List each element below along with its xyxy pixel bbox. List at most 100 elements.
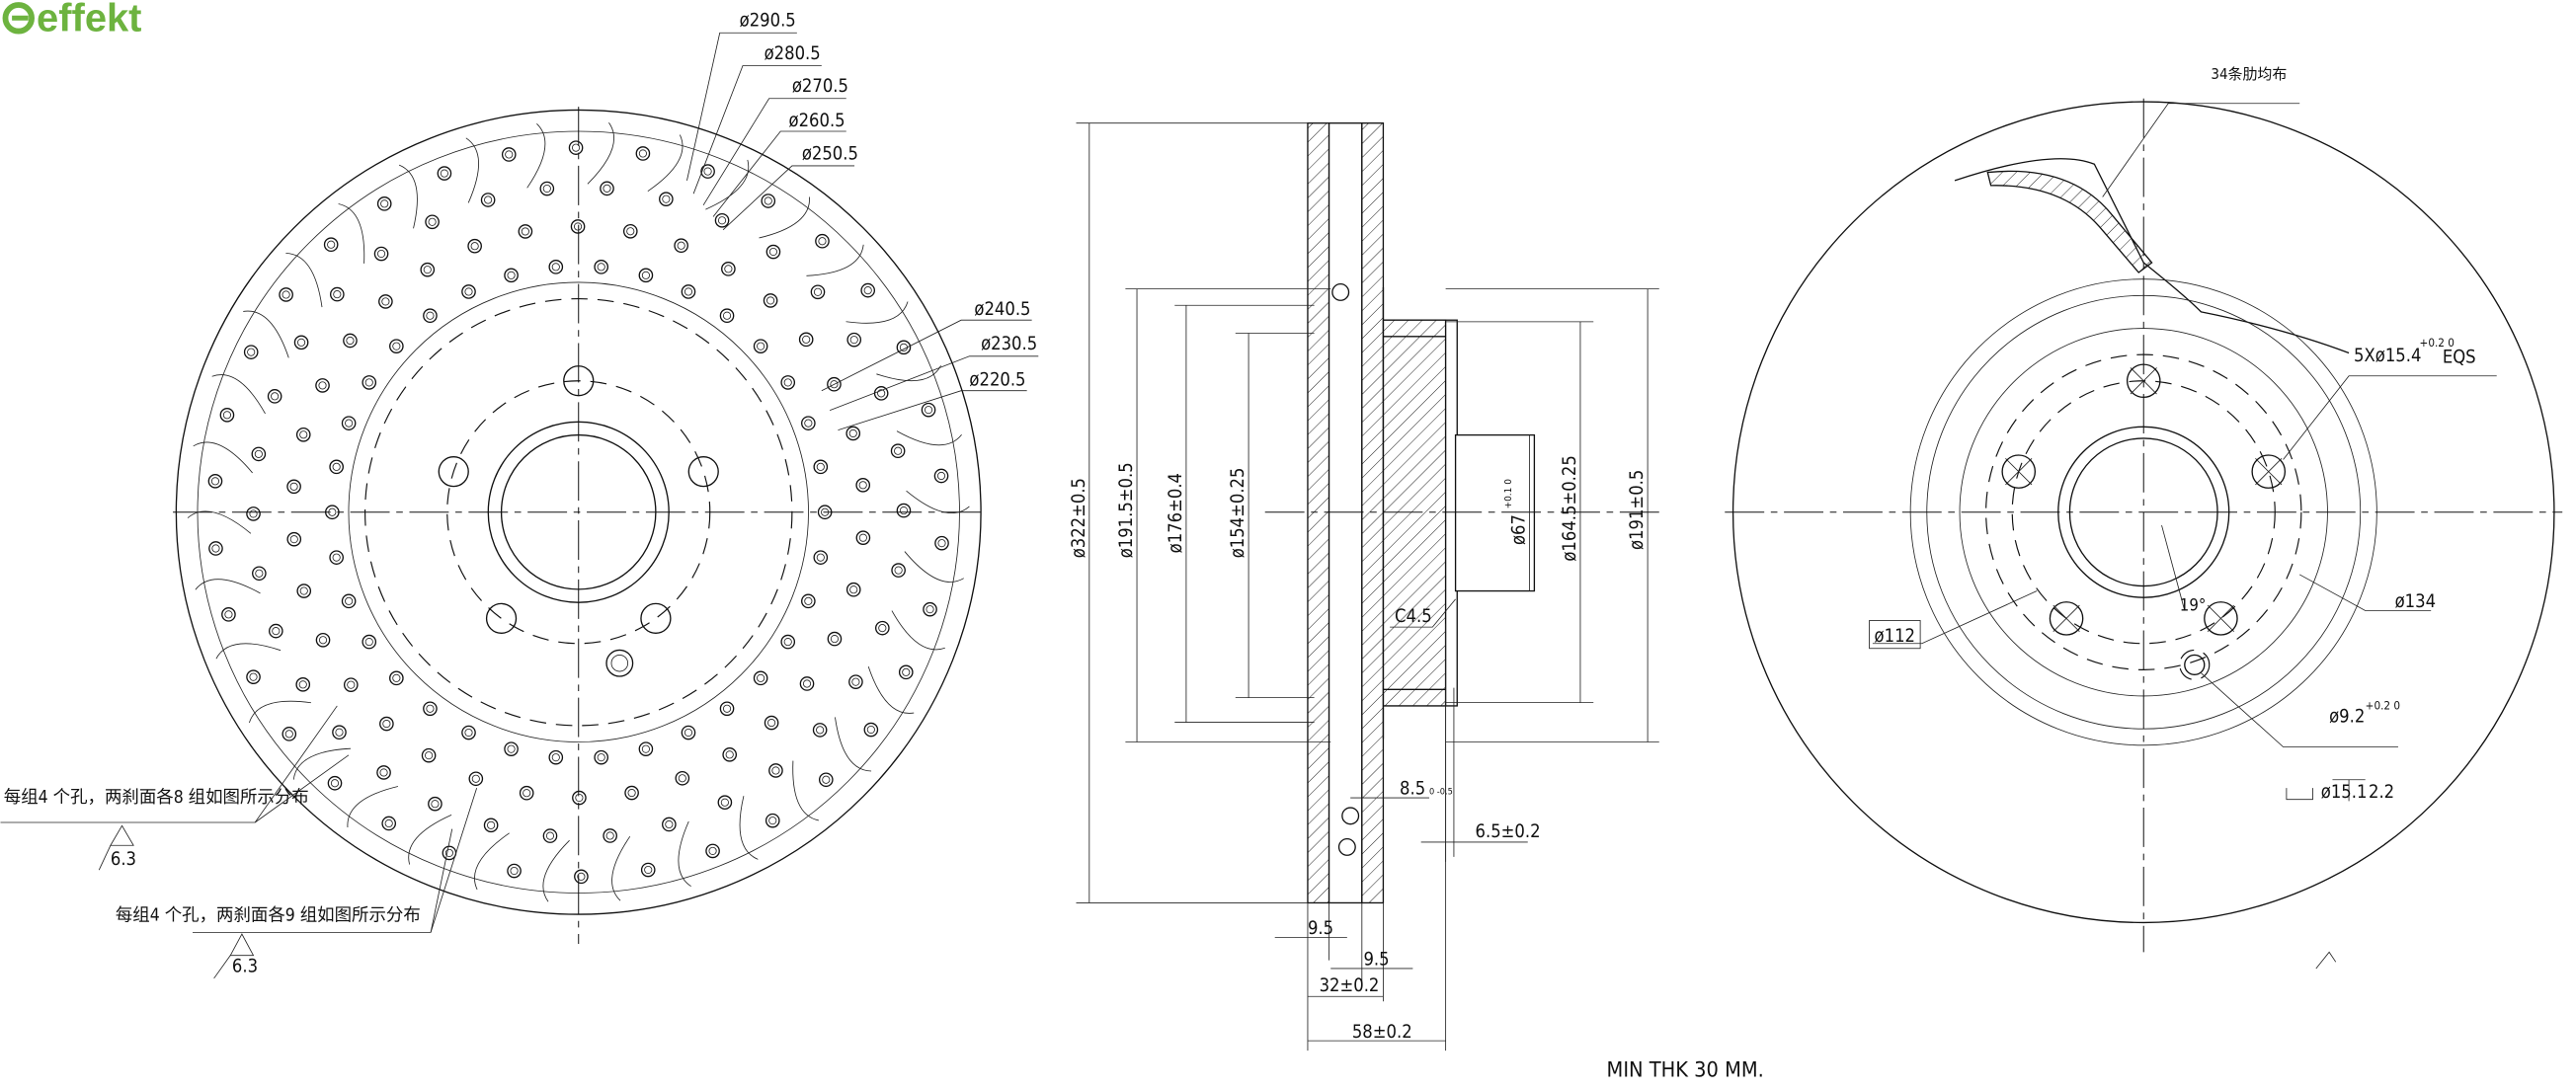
drilled-hole-chamfer [767, 718, 776, 728]
drilled-hole [548, 260, 564, 274]
drilled-hole [638, 741, 654, 756]
dim-d112: ø112 [1875, 626, 1915, 647]
drilled-hole-chamfer [328, 507, 337, 516]
drilled-hole-chamfer [428, 217, 437, 226]
drilled-hole-chamfer [768, 817, 777, 825]
drilled-hole [507, 863, 522, 879]
front-view: ø290.5 ø280.5 ø270.5 ø260.5 ø250.5 ø240.… [0, 11, 1039, 979]
drilled-hole [437, 166, 452, 181]
drilled-hole [753, 339, 768, 353]
min-thickness-note: MIN THK 30 MM. [1607, 1058, 1764, 1083]
drilled-hole [622, 223, 638, 239]
hole-note-2: 每组4 个孔，两刹面各9 组如图所示分布 [116, 906, 421, 926]
drilled-hole [638, 268, 654, 283]
drilled-hole-chamfer [816, 726, 825, 735]
drilled-hole-chamfer [545, 831, 555, 840]
slot-curve [904, 551, 964, 583]
drilled-hole [635, 146, 651, 161]
drilled-hole [341, 416, 357, 430]
dim-d67: ø67 [1508, 514, 1529, 545]
drilled-hole-chamfer [899, 506, 909, 515]
drilled-hole [891, 563, 906, 578]
roughness-1: 6.3 [111, 849, 136, 870]
drilled-hole-chamfer [392, 673, 401, 682]
slot-curve [739, 796, 759, 860]
drilled-hole [501, 147, 517, 162]
plate-1-thickness: 9.5 [1308, 918, 1333, 939]
drilled-hole [719, 701, 735, 717]
drilled-hole-chamfer [858, 533, 867, 542]
drilled-hole-chamfer [345, 419, 354, 428]
drilled-hole-chamfer [347, 680, 356, 689]
slot-curve [187, 510, 252, 534]
drilled-hole [295, 427, 311, 442]
drilled-hole [753, 670, 768, 686]
drilled-hole [539, 181, 555, 196]
drilled-hole-chamfer [722, 311, 732, 320]
drilled-hole [343, 333, 358, 349]
drilled-hole-chamfer [577, 872, 586, 881]
drilled-hole-chamfer [384, 818, 393, 828]
drilled-hole-chamfer [894, 446, 903, 455]
drilled-hole-chamfer [440, 169, 448, 178]
drilled-hole-chamfer [771, 766, 780, 775]
bolt-hole-cross [2005, 458, 2033, 486]
drilled-hole-chamfer [644, 865, 653, 875]
diameter-leaders [686, 32, 1039, 431]
drilled-hole [504, 268, 519, 283]
drilled-hole [548, 749, 564, 765]
drilled-hole-chamfer [289, 482, 298, 491]
drilled-hole [765, 813, 780, 828]
drilled-hole [286, 531, 302, 547]
drilled-hole-chamfer [271, 392, 280, 401]
drilled-hole-chamfer [211, 544, 220, 553]
drilled-hole-chamfer [380, 199, 389, 208]
slot-curve [465, 137, 479, 203]
drilled-hole [343, 677, 359, 692]
drilled-hole [246, 506, 261, 521]
drilled-hole [780, 375, 796, 390]
drilled-hole [875, 620, 890, 636]
slot-curve [891, 610, 945, 651]
slot-curve [408, 815, 452, 865]
drilled-hole [700, 164, 715, 179]
drilled-hole-chamfer [298, 680, 307, 689]
drilled-hole [267, 389, 282, 404]
drilled-hole [327, 775, 343, 791]
drilled-hole [801, 416, 816, 430]
drilled-hole [423, 308, 438, 324]
drilled-hole [799, 676, 815, 691]
slot-curve [195, 579, 261, 594]
bolt-hole-cross [2053, 604, 2080, 632]
drilled-hole-chamfer [851, 677, 860, 686]
slot-curve [542, 839, 570, 902]
drilled-hole-chamfer [487, 820, 496, 829]
slot-curve [792, 760, 819, 821]
vent-width: 8.5 [1400, 779, 1425, 800]
drilled-hole-chamfer [332, 553, 341, 562]
drilled-hole [855, 477, 871, 493]
drilled-hole-chamfer [877, 389, 886, 398]
drilled-hole [896, 340, 912, 355]
drilled-hole [815, 233, 830, 249]
drilled-hole-chamfer [677, 241, 685, 250]
drilled-hole [896, 503, 912, 518]
slot-curve [896, 430, 962, 446]
bolt-hole [687, 456, 719, 488]
dim-d67-tol: +0.1 0 [1503, 479, 1514, 509]
drilled-hole [817, 505, 833, 520]
drilled-hole-chamfer [821, 507, 830, 516]
drilled-hole-chamfer [641, 744, 650, 753]
drilled-hole [603, 828, 617, 843]
drilled-hole-chamfer [332, 462, 341, 471]
bolt-hole-dim: 5Xø15.4 [2354, 346, 2421, 366]
slot-curve [249, 700, 311, 724]
counterbore-depth: 2.2 [2369, 782, 2394, 803]
drilled-hole-chamfer [926, 605, 934, 614]
drilled-hole-chamfer [572, 143, 581, 152]
drilled-hole-chamfer [684, 287, 693, 296]
drilled-hole [341, 593, 357, 609]
slot-curve [398, 164, 418, 229]
drilled-hole-chamfer [333, 290, 342, 299]
drilled-hole-chamfer [830, 380, 839, 389]
